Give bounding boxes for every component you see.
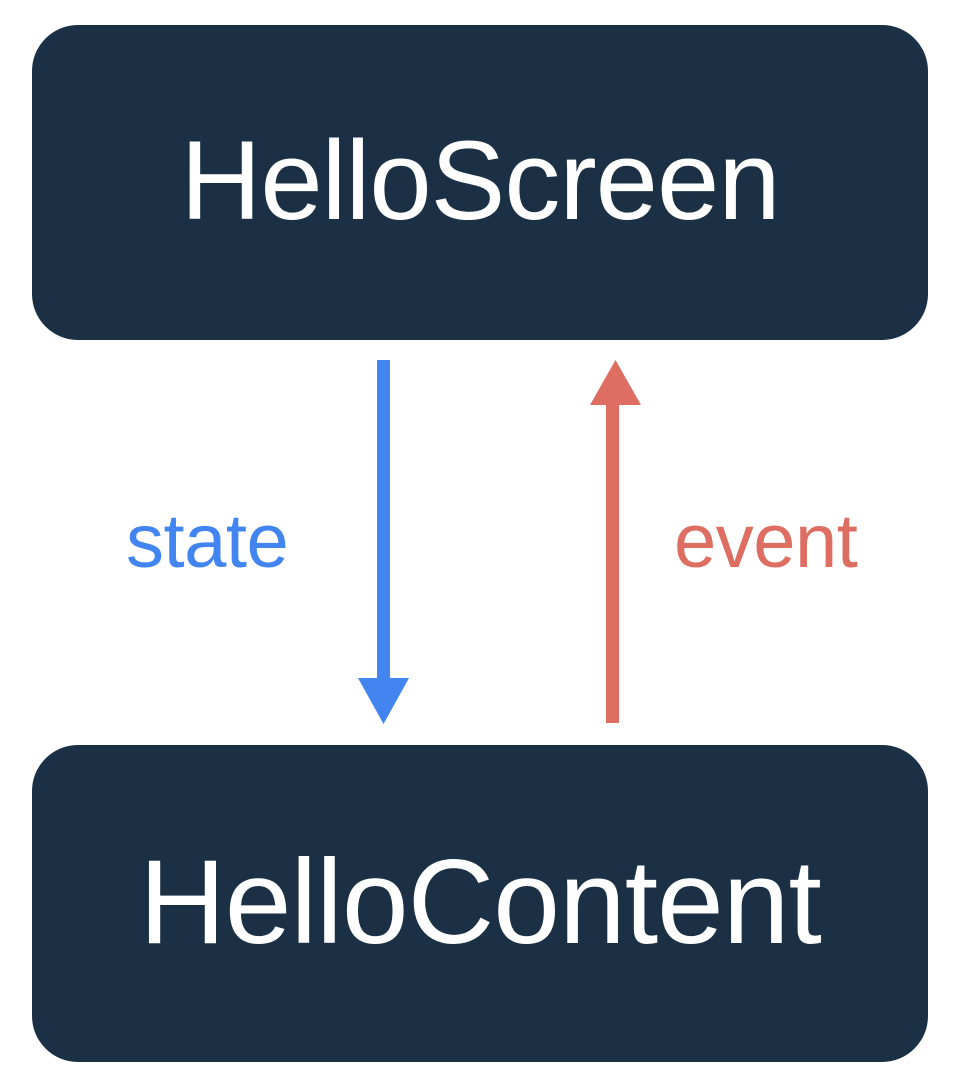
node-hello-content[interactable]: HelloContent xyxy=(32,745,928,1062)
edge-label-event: event xyxy=(674,499,858,584)
event-arrow-up-icon xyxy=(590,360,641,723)
state-arrow-down-icon xyxy=(358,360,409,724)
edge-label-state: state xyxy=(126,499,289,584)
node-hello-screen-label: HelloScreen xyxy=(180,117,780,243)
node-hello-content-label: HelloContent xyxy=(139,834,822,969)
node-hello-screen[interactable]: HelloScreen xyxy=(32,25,928,340)
